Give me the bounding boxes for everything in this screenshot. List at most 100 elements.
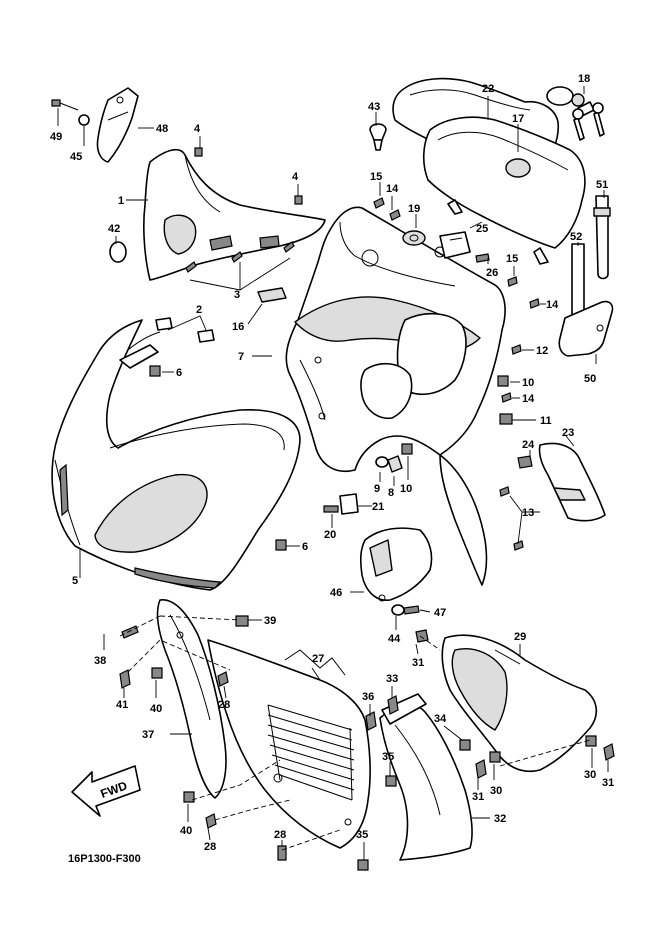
callout-21: 21 [372, 501, 384, 513]
storage-box-50 [558, 300, 614, 357]
callout-52: 52 [570, 231, 582, 243]
callout-39: 39 [264, 615, 276, 627]
screw-15b [507, 276, 518, 287]
screw-33 [387, 695, 399, 715]
screw-31b [415, 629, 429, 643]
screw-14a [389, 209, 401, 221]
washer-9 [375, 456, 389, 468]
callout-12: 12 [536, 345, 548, 357]
clip-35b [357, 859, 369, 871]
clip-4a [194, 147, 203, 157]
callout-5: 5 [72, 575, 78, 587]
screw-13a [499, 486, 510, 497]
plate-21 [339, 493, 359, 515]
screw-15a [373, 197, 385, 209]
callout-11: 11 [540, 415, 552, 427]
callout-18: 18 [578, 73, 590, 85]
callout-6: 6 [176, 367, 182, 379]
screw-28b [205, 813, 217, 829]
clip-39 [235, 615, 249, 627]
callout-7: 7 [238, 351, 244, 363]
clip-40b [183, 791, 195, 803]
clip-24 [517, 455, 533, 469]
screw-31a [475, 759, 487, 779]
callout-30-2: 30 [584, 769, 596, 781]
callout-41: 41 [116, 699, 128, 711]
rivet-43 [369, 123, 387, 151]
callout-8: 8 [388, 487, 394, 499]
grommet-42 [109, 241, 127, 263]
callout-4: 4 [194, 123, 201, 135]
callout-25: 25 [476, 223, 488, 235]
callout-9: 9 [374, 483, 380, 495]
callout-15: 15 [370, 171, 382, 183]
nut-6b [275, 539, 287, 551]
callout-32: 32 [494, 813, 506, 825]
washer-44 [391, 604, 405, 616]
leader-lines [57, 86, 609, 860]
screw-14b [529, 298, 540, 309]
clip-4b [294, 195, 303, 205]
screw-3c [283, 241, 295, 253]
callout-45: 45 [70, 151, 82, 163]
callout-3: 3 [234, 289, 240, 301]
bolt-41 [119, 669, 131, 689]
callout-2: 2 [196, 304, 202, 316]
bracket-25 [439, 231, 471, 259]
forward-arrow: FWD [71, 765, 141, 817]
callout-20: 20 [324, 529, 336, 541]
callout-13: 13 [522, 507, 534, 519]
callout-49: 49 [50, 131, 62, 143]
cover-23 [538, 442, 606, 522]
clip-30b [585, 735, 597, 747]
callout-10: 10 [400, 483, 412, 495]
washer-45 [78, 114, 90, 126]
callout-44: 44 [388, 633, 401, 645]
callout-35-2: 35 [356, 829, 368, 841]
callout-28-2: 28 [204, 841, 216, 853]
callout-40-2: 40 [180, 825, 192, 837]
screw-14c [501, 392, 512, 403]
screw-12 [511, 344, 522, 355]
side-cover-32 [379, 693, 473, 861]
side-cover-37 [156, 599, 227, 799]
callout-43: 43 [368, 101, 380, 113]
screw-28a [217, 671, 229, 687]
clip-35a [385, 775, 397, 787]
callout-14-2: 14 [546, 299, 559, 311]
bolt-49 [51, 99, 79, 111]
pad-16 [257, 287, 287, 303]
callout-46: 46 [330, 587, 342, 599]
grommet-19 [402, 230, 426, 246]
drawing-code: 16P1300-F300 [68, 853, 141, 865]
front-cowl-part [51, 319, 301, 591]
inner-panel-part [285, 206, 506, 586]
callout-40: 40 [150, 703, 162, 715]
callout-14-3: 14 [522, 393, 535, 405]
callout-15-2: 15 [506, 253, 518, 265]
bracket-part [96, 87, 139, 163]
nut-6a [149, 365, 161, 377]
callout-4-2: 4 [292, 171, 299, 183]
callout-28-3: 28 [274, 829, 286, 841]
callout-42: 42 [108, 223, 120, 235]
screw-28c [277, 845, 287, 861]
callout-30: 30 [490, 785, 502, 797]
damper-2a [155, 317, 173, 331]
screw-31c [603, 743, 615, 761]
callout-19: 19 [408, 203, 420, 215]
callout-33: 33 [386, 673, 398, 685]
clip-11 [499, 413, 513, 425]
leg-shield-27 [207, 639, 371, 849]
callout-16: 16 [232, 321, 244, 333]
clip-10b [401, 443, 413, 455]
callout-48: 48 [156, 123, 168, 135]
callout-37: 37 [142, 729, 154, 741]
callout-26: 26 [486, 267, 498, 279]
callout-6-2: 6 [302, 541, 308, 553]
callout-28: 28 [218, 699, 230, 711]
grille-slats [267, 704, 355, 801]
